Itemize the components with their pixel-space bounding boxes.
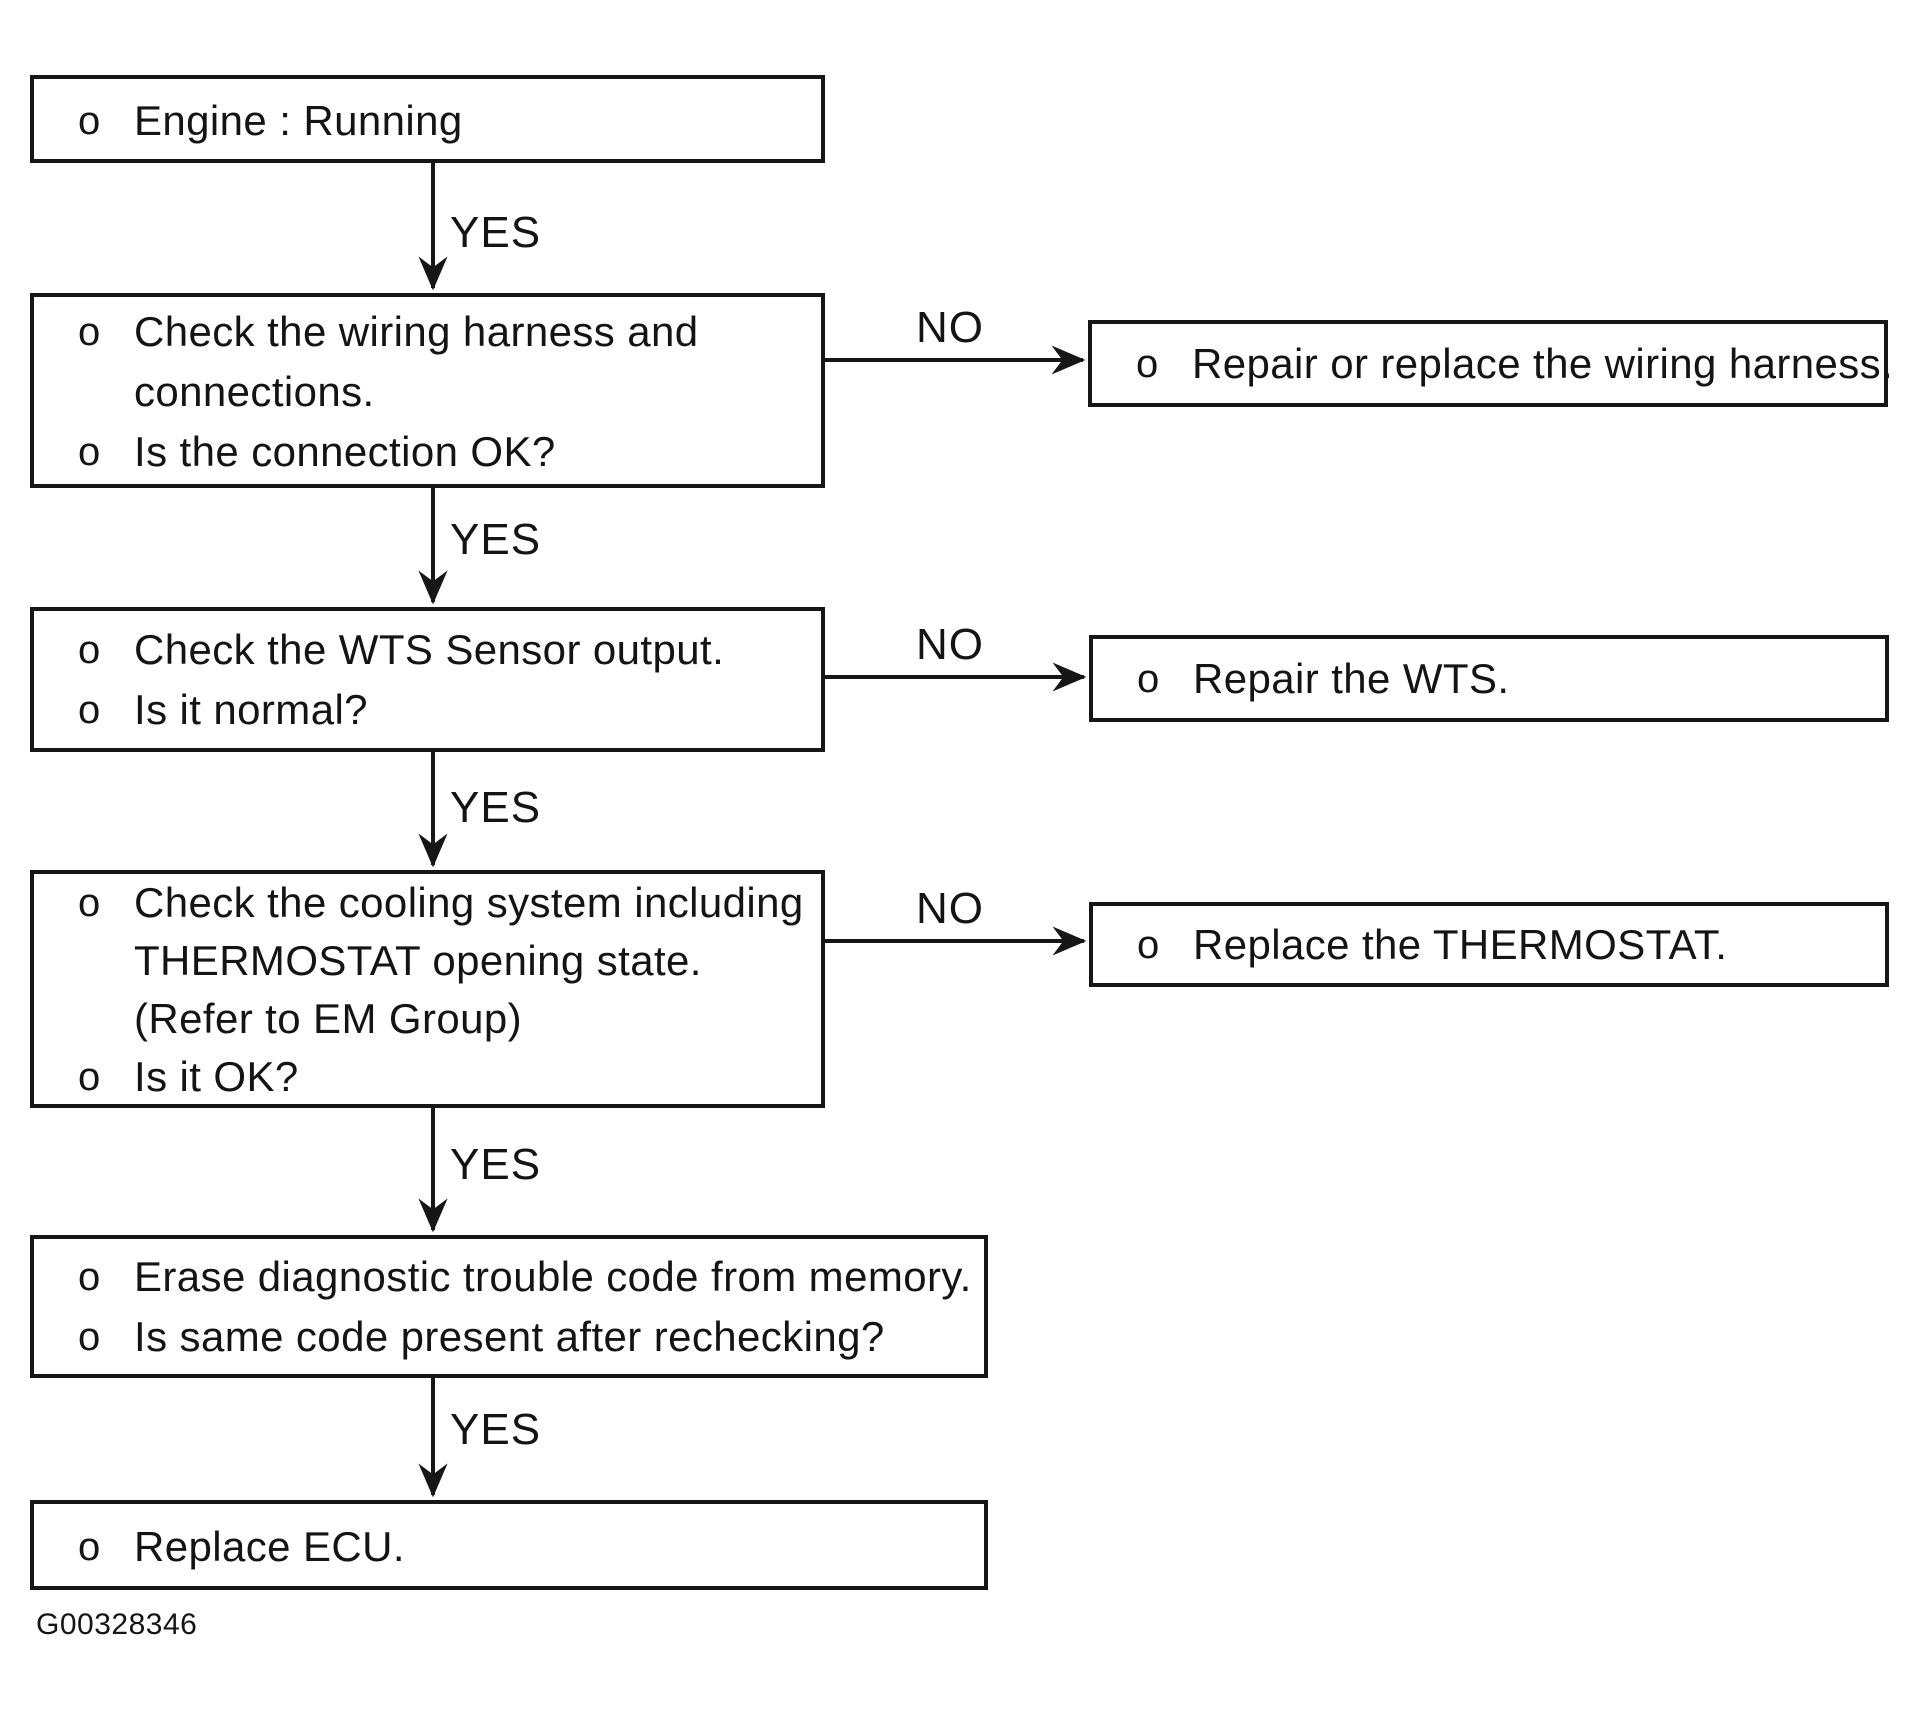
figure-id-label: G00328346 [36,1608,198,1641]
step-box-replace-ecu: o Replace ECU. [30,1500,988,1590]
step-text: Is same code present after rechecking? [134,1313,885,1360]
step-text: Erase diagnostic trouble code from memor… [134,1253,972,1300]
step-line: THERMOSTAT opening state. [34,932,821,990]
action-box-repair-or-replace-wiring-harness: o Repair or replace the wiring harness. [1088,320,1893,407]
yes-label-3: YES [450,783,542,832]
step-text: Engine : Running [134,97,463,144]
yes-label-5: YES [450,1405,542,1454]
bullet-marker: o [78,1315,101,1359]
bullet-marker: o [1137,923,1160,967]
step-text: (Refer to EM Group) [134,995,523,1042]
no-label-1: NO [916,303,984,352]
step-text: Is it OK? [134,1053,299,1100]
step-line: o Engine : Running [34,91,821,151]
step-line: o Is it normal? [34,680,821,740]
no-label-3: NO [916,884,984,933]
action-line: o Repair or replace the wiring harness. [1092,334,1893,394]
yes-label-4: YES [450,1140,542,1189]
no-label-2: NO [916,620,984,669]
bullet-marker: o [78,1055,101,1099]
step-line: (Refer to EM Group) [34,990,821,1048]
action-line: o Repair the WTS. [1093,649,1885,709]
step-text: Replace ECU. [134,1523,405,1570]
step-line: o Erase diagnostic trouble code from mem… [34,1247,984,1307]
step-text: Is the connection OK? [134,428,556,475]
step-line: o Is same code present after rechecking? [34,1307,984,1367]
step-box-erase-diagnostic-code: o Erase diagnostic trouble code from mem… [30,1235,988,1378]
step-text: THERMOSTAT opening state. [134,937,702,984]
bullet-marker: o [78,881,101,925]
step-box-check-wts-sensor-output: o Check the WTS Sensor output. o Is it n… [30,607,825,752]
step-text: connections. [134,368,375,415]
bullet-marker: o [78,430,101,474]
step-line: o Check the WTS Sensor output. [34,620,821,680]
step-box-check-wiring-harness: o Check the wiring harness and connectio… [30,293,825,488]
bullet-marker: o [78,1525,101,1569]
yes-label-1: YES [450,208,542,257]
step-line: o Replace ECU. [34,1517,984,1577]
action-box-replace-the-thermostat: o Replace the THERMOSTAT. [1089,902,1889,987]
step-line: o Is it OK? [34,1048,821,1106]
step-line: o Check the cooling system including [34,874,821,932]
action-text: Repair or replace the wiring harness. [1192,340,1894,387]
step-text: Is it normal? [134,686,368,733]
yes-label-2: YES [450,515,542,564]
bullet-marker: o [78,628,101,672]
action-text: Replace the THERMOSTAT. [1193,921,1728,968]
step-line: o Is the connection OK? [34,422,821,482]
step-text: Check the wiring harness and [134,308,699,355]
bullet-marker: o [78,99,101,143]
bullet-marker: o [78,688,101,732]
step-line: connections. [34,362,821,422]
action-box-repair-the-wts: o Repair the WTS. [1089,635,1889,722]
step-text: Check the WTS Sensor output. [134,626,725,673]
bullet-marker: o [1136,342,1159,386]
step-line: o Check the wiring harness and [34,302,821,362]
action-line: o Replace the THERMOSTAT. [1093,915,1885,975]
bullet-marker: o [78,310,101,354]
bullet-marker: o [1137,657,1160,701]
action-text: Repair the WTS. [1193,655,1510,702]
step-box-engine-running: o Engine : Running [30,75,825,163]
bullet-marker: o [78,1255,101,1299]
step-box-check-cooling-system: o Check the cooling system including THE… [30,870,825,1108]
step-text: Check the cooling system including [134,879,804,926]
